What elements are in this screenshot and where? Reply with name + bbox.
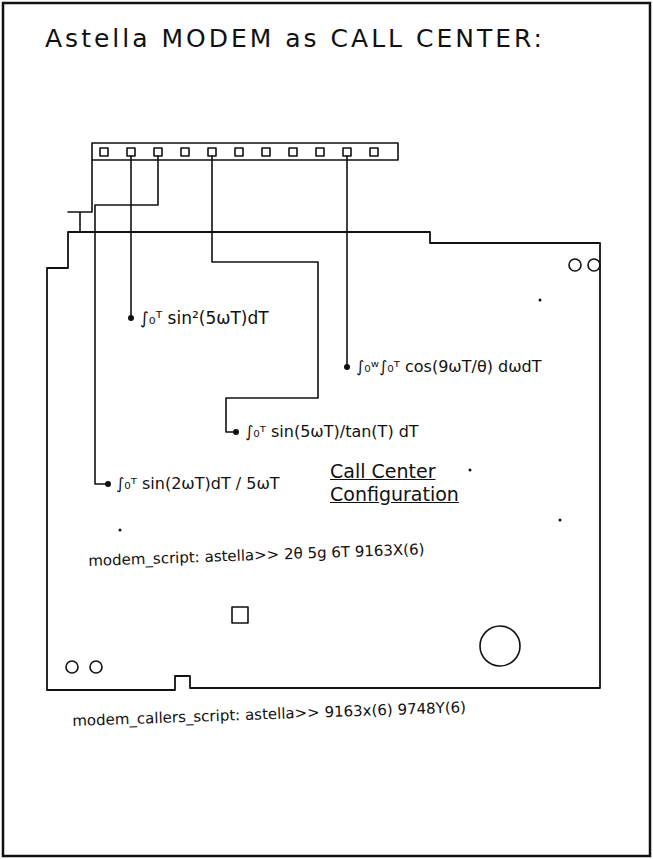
- connector-pins: [100, 148, 378, 156]
- board-neck: [68, 160, 92, 232]
- integral-formula: ∫₀ʷ∫₀ᵀ cos(9ωT/θ) dωdT: [356, 357, 542, 376]
- mounting-hole: [569, 259, 581, 271]
- wire: [346, 156, 348, 367]
- script-line: modem_callers_script: astella>> 9163x(6)…: [72, 698, 466, 730]
- integral-formula: ∫₀ᵀ sin²(5ωT)dT: [140, 308, 269, 328]
- wire: [130, 156, 132, 318]
- board-outline: [47, 232, 600, 690]
- board-outline-svg: [40, 225, 610, 695]
- script-line: modem_script: astella>> 2θ 5g 6T 9163X(6…: [88, 540, 425, 570]
- integral-formula: ∫₀ᵀ sin(2ωT)dT / 5ωT: [116, 474, 280, 493]
- page-frame: [3, 3, 650, 856]
- page-title: Astella MODEM as CALL CENTER:: [45, 24, 545, 53]
- chip-square: [232, 607, 248, 623]
- wire: [212, 156, 318, 432]
- integral-formula: ∫₀ᵀ sin(5ωT)/tan(T) dT: [245, 422, 419, 441]
- connector-strip: [92, 143, 398, 160]
- mounting-hole: [588, 259, 600, 271]
- circuit-board: ∫₀ᵀ sin²(5ωT)dT ∫₀ʷ∫₀ᵀ cos(9ωT/θ) dωdT ∫₀ᵀ…: [40, 225, 610, 695]
- large-hole: [480, 626, 520, 666]
- mounting-hole: [90, 661, 102, 673]
- wire-dots: [105, 299, 562, 532]
- mounting-hole: [66, 661, 78, 673]
- config-heading: Call Center Configuration: [330, 460, 495, 506]
